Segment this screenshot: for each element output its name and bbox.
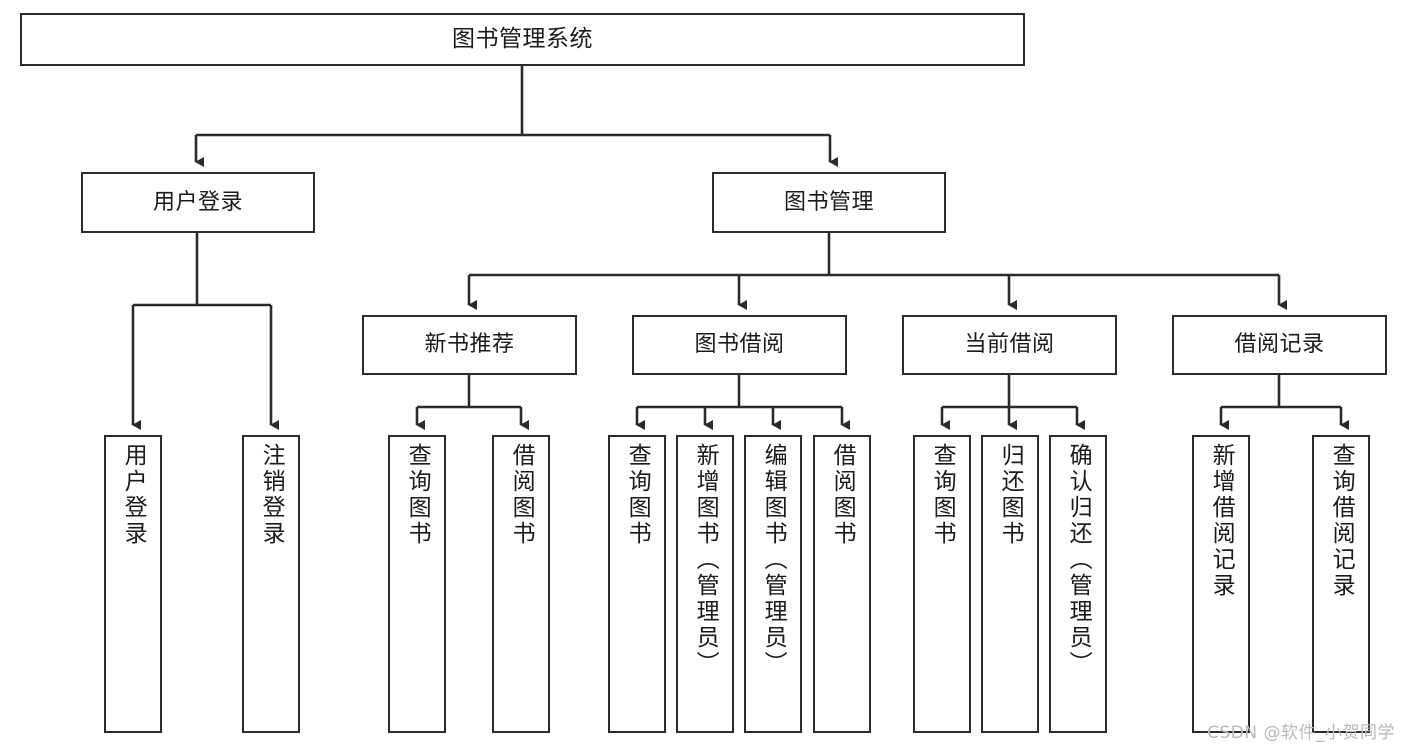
node-label: 新书推荐 xyxy=(424,332,515,358)
node-label: 查询图书 xyxy=(624,443,651,547)
node-label: 新增借阅记录 xyxy=(1208,443,1235,599)
leaf-user-login-logout[interactable]: 注销登录 xyxy=(242,435,300,733)
leaf-borrow-edit-book[interactable]: 编辑图书（管理员） xyxy=(744,435,802,733)
node-current-borrow[interactable]: 当前借阅 xyxy=(902,315,1117,375)
leaf-record-query-record[interactable]: 查询借阅记录 xyxy=(1312,435,1370,733)
leaf-borrow-borrow-book[interactable]: 借阅图书 xyxy=(813,435,871,733)
node-label: 归还图书 xyxy=(997,443,1024,547)
node-label: 借阅记录 xyxy=(1234,332,1325,358)
node-book-borrow[interactable]: 图书借阅 xyxy=(632,315,847,375)
node-borrow-record[interactable]: 借阅记录 xyxy=(1172,315,1387,375)
node-root-system[interactable]: 图书管理系统 xyxy=(20,13,1025,66)
node-label: 注销登录 xyxy=(258,443,285,547)
node-label: 查询借阅记录 xyxy=(1328,443,1355,599)
node-label: 图书管理 xyxy=(783,189,874,215)
leaf-recommend-borrow-book[interactable]: 借阅图书 xyxy=(492,435,550,733)
node-new-book-recommend[interactable]: 新书推荐 xyxy=(362,315,577,375)
leaf-current-query-book[interactable]: 查询图书 xyxy=(913,435,971,733)
node-label: 用户登录 xyxy=(152,189,243,215)
leaf-recommend-query-book[interactable]: 查询图书 xyxy=(388,435,446,733)
node-label: 图书借阅 xyxy=(694,332,785,358)
leaf-current-return-book[interactable]: 归还图书 xyxy=(981,435,1039,733)
leaf-borrow-add-book[interactable]: 新增图书（管理员） xyxy=(676,435,734,733)
leaf-record-add-record[interactable]: 新增借阅记录 xyxy=(1192,435,1250,733)
leaf-borrow-query-book[interactable]: 查询图书 xyxy=(608,435,666,733)
node-label: 查询图书 xyxy=(404,443,431,547)
node-label: 新增图书（管理员） xyxy=(692,443,719,677)
node-label: 借阅图书 xyxy=(508,443,535,547)
leaf-user-login-login[interactable]: 用户登录 xyxy=(104,435,162,733)
node-label: 图书管理系统 xyxy=(452,25,593,52)
node-book-management[interactable]: 图书管理 xyxy=(712,172,946,233)
node-label: 借阅图书 xyxy=(829,443,856,547)
node-user-login[interactable]: 用户登录 xyxy=(81,172,315,233)
node-label: 当前借阅 xyxy=(964,332,1055,358)
leaf-current-confirm-return[interactable]: 确认归还（管理员） xyxy=(1049,435,1107,733)
node-label: 查询图书 xyxy=(929,443,956,547)
node-label: 编辑图书（管理员） xyxy=(760,443,787,677)
node-label: 用户登录 xyxy=(120,443,147,547)
node-label: 确认归还（管理员） xyxy=(1065,443,1092,677)
